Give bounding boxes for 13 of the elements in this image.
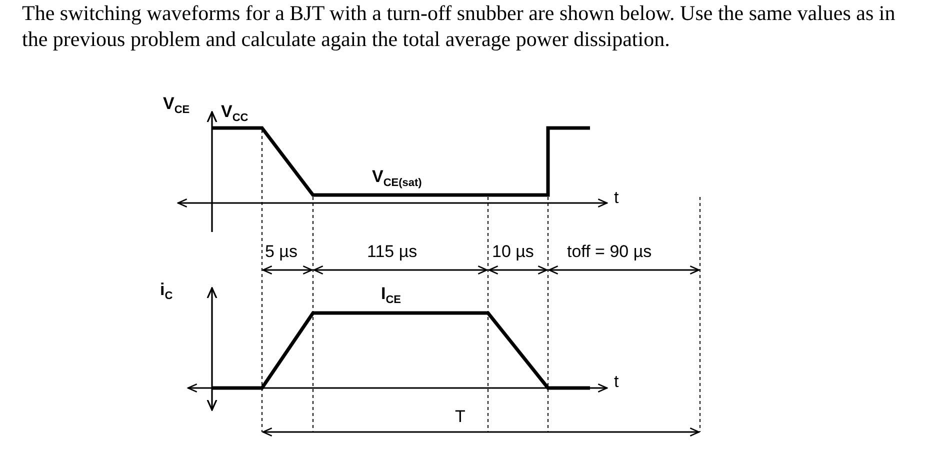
dimension-label: 115 µs	[367, 242, 418, 262]
dimension-label: toff = 90 µs	[567, 242, 652, 262]
level-label: V$_{CC}$	[221, 102, 248, 126]
dimension-label: T	[455, 407, 466, 427]
axis-label: t	[614, 372, 619, 392]
axis-label: t	[614, 188, 619, 208]
level-label: I$_{CE}$	[381, 284, 402, 308]
problem-text: The switching waveforms for a BJT with a turn-off snubber are shown below. Use the same values as in the previous problem and calculate again the total average power dissipation.	[22, 0, 896, 52]
axis-label: i$_{C}$	[160, 280, 173, 304]
axis-label: V$_{CE}$	[163, 94, 190, 118]
level-label: V$_{CE(sat)}$	[372, 167, 422, 191]
dimension-label: 10 µs	[492, 242, 534, 262]
dimension-label: 5 µs	[265, 242, 298, 262]
